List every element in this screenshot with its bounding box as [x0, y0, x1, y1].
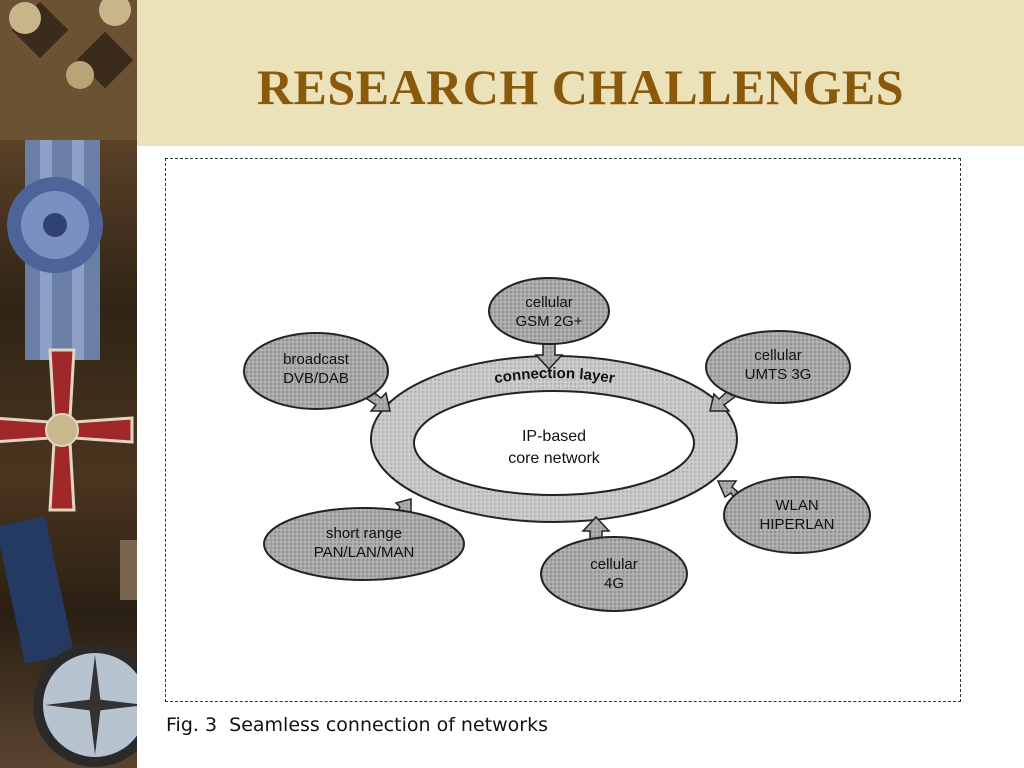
decorative-photo-strip: [0, 0, 137, 768]
svg-text:HIPERLAN: HIPERLAN: [759, 516, 834, 533]
arrow-gsm: [534, 342, 564, 371]
svg-text:cellular: cellular: [590, 556, 638, 573]
page-title: RESEARCH CHALLENGES: [256, 59, 905, 115]
svg-text:UMTS 3G: UMTS 3G: [745, 366, 812, 383]
svg-text:GSM 2G+: GSM 2G+: [515, 313, 582, 330]
svg-text:WLAN: WLAN: [775, 497, 818, 514]
figure-frame: connection layer IP-based core network c…: [165, 158, 961, 702]
node-wlan: WLAN HIPERLAN: [723, 476, 871, 554]
svg-text:cellular: cellular: [754, 347, 802, 364]
node-umts: cellular UMTS 3G: [705, 330, 851, 404]
node-broadcast: broadcast DVB/DAB: [243, 332, 389, 410]
node-short-range: short range PAN/LAN/MAN: [263, 507, 465, 581]
svg-text:broadcast: broadcast: [283, 351, 350, 368]
node-4g: cellular 4G: [540, 536, 688, 612]
figure-caption: Fig. 3 Seamless connection of networks: [166, 714, 548, 736]
node-gsm: cellular GSM 2G+: [488, 277, 610, 345]
svg-text:4G: 4G: [604, 575, 624, 592]
svg-text:PAN/LAN/MAN: PAN/LAN/MAN: [314, 544, 415, 561]
core-network-label-line1: IP-based: [522, 428, 586, 445]
svg-text:short range: short range: [326, 525, 402, 542]
svg-text:DVB/DAB: DVB/DAB: [283, 370, 349, 387]
medal-and-compass-illustration: [0, 0, 137, 767]
core-network-ellipse: [413, 390, 695, 496]
svg-text:cellular: cellular: [525, 294, 573, 311]
network-diagram: connection layer IP-based core network c…: [243, 277, 871, 612]
title-band: RESEARCH CHALLENGES: [137, 0, 1024, 146]
core-network-label-line2: core network: [508, 450, 601, 467]
connection-layer-label: connection layer: [493, 365, 616, 387]
